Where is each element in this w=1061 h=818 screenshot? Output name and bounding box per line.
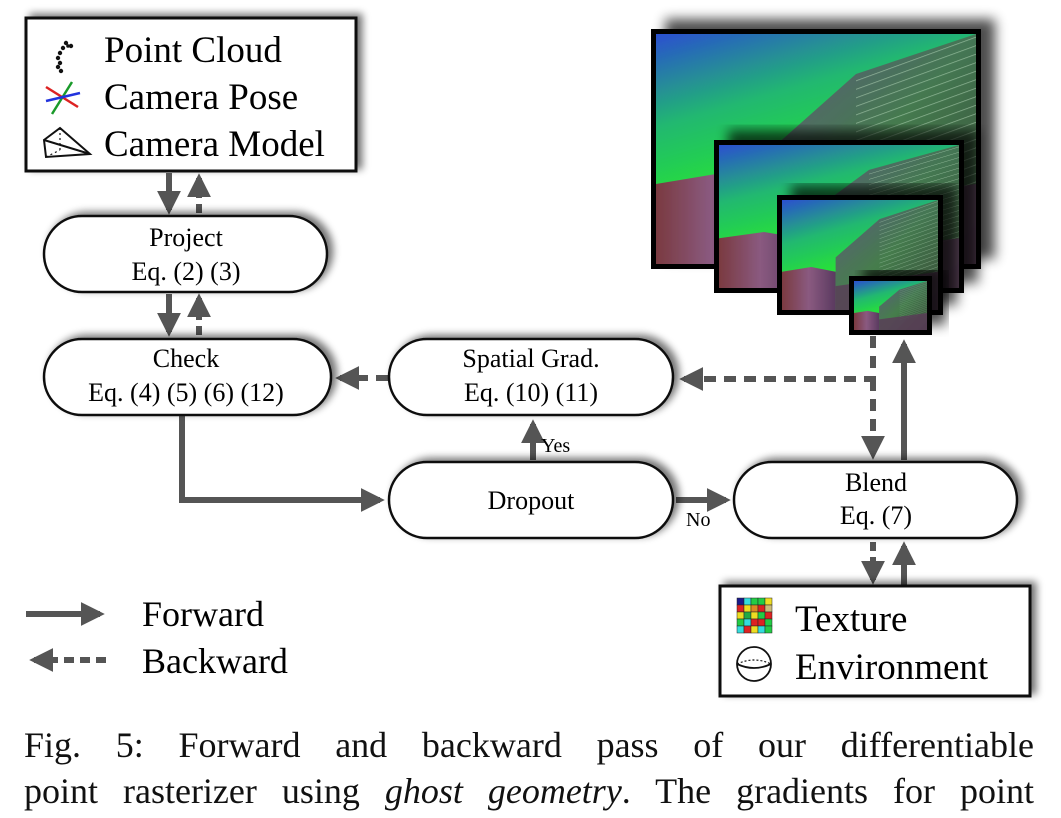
texture-cell <box>743 625 752 634</box>
texture-cell <box>764 597 773 606</box>
texture-cell <box>757 604 766 613</box>
node-equation: Eq. (10) (11) <box>464 378 598 407</box>
caption-emphasis: ghost geometry <box>384 771 622 811</box>
texture-cell <box>757 611 766 620</box>
node-equation: Eq. (4) (5) (6) (12) <box>88 378 284 407</box>
edge-label-yes: Yes <box>541 435 570 457</box>
outputs-item-label: Texture <box>795 599 907 640</box>
legend-forward-label: Forward <box>142 594 264 634</box>
texture-cell <box>736 604 745 613</box>
node-project: Project Eq. (2) (3) <box>42 214 329 294</box>
texture-cell <box>757 618 766 627</box>
texture-cell <box>743 611 752 620</box>
texture-icon <box>736 597 773 634</box>
node-title: Spatial Grad. <box>462 344 599 373</box>
caption-text: point rasterizer using <box>24 771 385 811</box>
texture-cell <box>750 618 759 627</box>
environment-sphere-icon <box>736 646 772 682</box>
edge-image-spatialgrad-backward <box>679 336 876 391</box>
node-check: Check Eq. (4) (5) (6) (12) <box>42 337 333 417</box>
inputs-box: Point Cloud Camera Pose Camera Model <box>24 16 358 173</box>
outputs-box: Texture Environment <box>718 584 1032 698</box>
texture-cell <box>743 618 752 627</box>
camera-pose-icon <box>45 81 81 115</box>
node-title: Project <box>149 223 223 252</box>
node-equation: Eq. (2) (3) <box>131 257 240 286</box>
node-blend: Blend Eq. (7) <box>732 460 1019 540</box>
node-equation: Eq. (7) <box>840 501 912 530</box>
texture-cell <box>750 597 759 606</box>
texture-cell <box>736 611 745 620</box>
camera-model-icon <box>42 126 93 159</box>
texture-cell <box>750 625 759 634</box>
node-title: Blend <box>845 468 907 497</box>
legend: Forward Backward <box>26 594 288 681</box>
figure-caption: Fig. 5: Forward and backward pass of our… <box>24 722 1034 814</box>
texture-cell <box>757 597 766 606</box>
node-title: Dropout <box>488 486 575 515</box>
texture-cell <box>736 625 745 634</box>
caption-line-1: Fig. 5: Forward and backward pass of our… <box>24 725 1034 765</box>
pipeline-diagram: Point Cloud Camera Pose Camera Model Pro… <box>24 16 1032 698</box>
texture-cell <box>750 611 759 620</box>
edge-check-dropout-forward <box>179 416 385 512</box>
node-title: Check <box>153 344 219 373</box>
node-dropout: Dropout <box>387 460 675 540</box>
node-spatial-grad: Spatial Grad. Eq. (10) (11) <box>387 337 675 417</box>
texture-cell <box>764 625 773 634</box>
texture-cell <box>764 604 773 613</box>
legend-backward-label: Backward <box>142 641 288 681</box>
caption-text: . The gradients for point <box>621 771 1034 811</box>
texture-cell <box>743 597 752 606</box>
texture-cell <box>764 611 773 620</box>
texture-cell <box>736 618 745 627</box>
image-pyramid <box>651 29 981 335</box>
texture-cell <box>764 618 773 627</box>
texture-cell <box>736 597 745 606</box>
inputs-item-label: Camera Model <box>104 124 325 165</box>
inputs-item-label: Camera Pose <box>104 77 298 118</box>
point-cloud-icon <box>55 40 74 74</box>
texture-cell <box>757 625 766 634</box>
edges <box>157 173 916 585</box>
texture-cell <box>750 604 759 613</box>
caption-line-2: point rasterizer using ghost geometry. T… <box>24 768 1034 814</box>
edge-label-no: No <box>686 509 710 531</box>
texture-cell <box>743 604 752 613</box>
pyramid-level-4 <box>849 276 932 335</box>
inputs-item-label: Point Cloud <box>104 30 282 71</box>
outputs-item-label: Environment <box>795 647 989 688</box>
